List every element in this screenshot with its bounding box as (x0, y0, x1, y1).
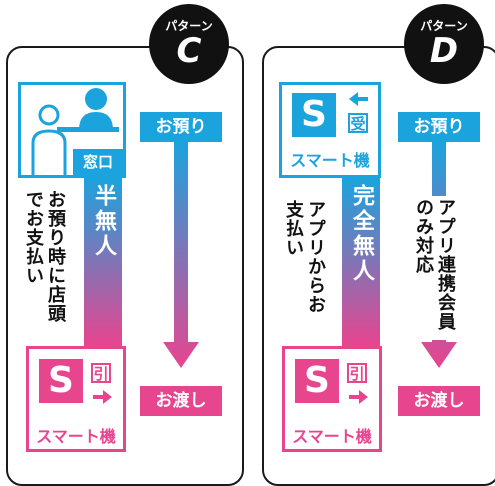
pattern-d-app-note: アプリ連携会員のみ対応 (412, 196, 456, 340)
pattern-d-badge: パターン D (404, 4, 484, 84)
pattern-d-pickup-machine: S 引 スマート機 (282, 346, 382, 452)
pattern-c-handover-label: お渡し (140, 386, 222, 416)
s-logo: S (295, 359, 339, 403)
pickup-kanji: 引 (91, 363, 111, 383)
pattern-d-automation-label: 完全無人 (349, 184, 374, 284)
pattern-c-badge: パターン C (149, 4, 229, 84)
pattern-d-badge-caption: パターン (420, 19, 468, 33)
counter-label: 窓口 (73, 149, 123, 175)
pattern-d-handover-label: お渡し (398, 386, 480, 416)
s-logo: S (39, 359, 83, 403)
staff-person-icon (57, 88, 119, 132)
pattern-c-badge-letter: C (176, 31, 202, 71)
pattern-c-badge-caption: パターン (165, 19, 213, 33)
pattern-c-pickup-machine: S 引 スマート機 (26, 346, 126, 452)
pickup-kanji: 引 (347, 363, 367, 383)
pattern-d-payment-note: アプリからお支払い (283, 200, 326, 314)
arrow-left-icon (349, 92, 368, 106)
pattern-c-dropoff-label: お預り (140, 112, 222, 142)
receive-kanji: 受 (348, 113, 368, 133)
smart-machine-label: スマート機 (292, 427, 372, 446)
counter-box: 窓口 (18, 82, 126, 178)
pattern-c-automation-label: 半無人 (91, 184, 116, 259)
smart-machine-label: スマート機 (290, 151, 370, 170)
customer-person-icon (31, 104, 67, 175)
s-logo: S (292, 93, 336, 137)
pattern-d-dropoff-label: お預り (398, 112, 480, 142)
smart-machine-label: スマート機 (36, 427, 116, 446)
arrow-right-icon (349, 390, 368, 404)
arrow-right-icon (93, 390, 112, 404)
pattern-c-payment-note: お預り時に店頭でお支払い (23, 190, 66, 323)
pattern-c-gradient-bar: 半無人 (84, 178, 122, 346)
pattern-d-badge-letter: D (429, 31, 459, 71)
pattern-d-gradient-bar: 完全無人 (342, 178, 380, 346)
pattern-c-flow-arrow (163, 142, 199, 368)
pattern-d-dropoff-machine: S 受 スマート機 (279, 82, 381, 178)
